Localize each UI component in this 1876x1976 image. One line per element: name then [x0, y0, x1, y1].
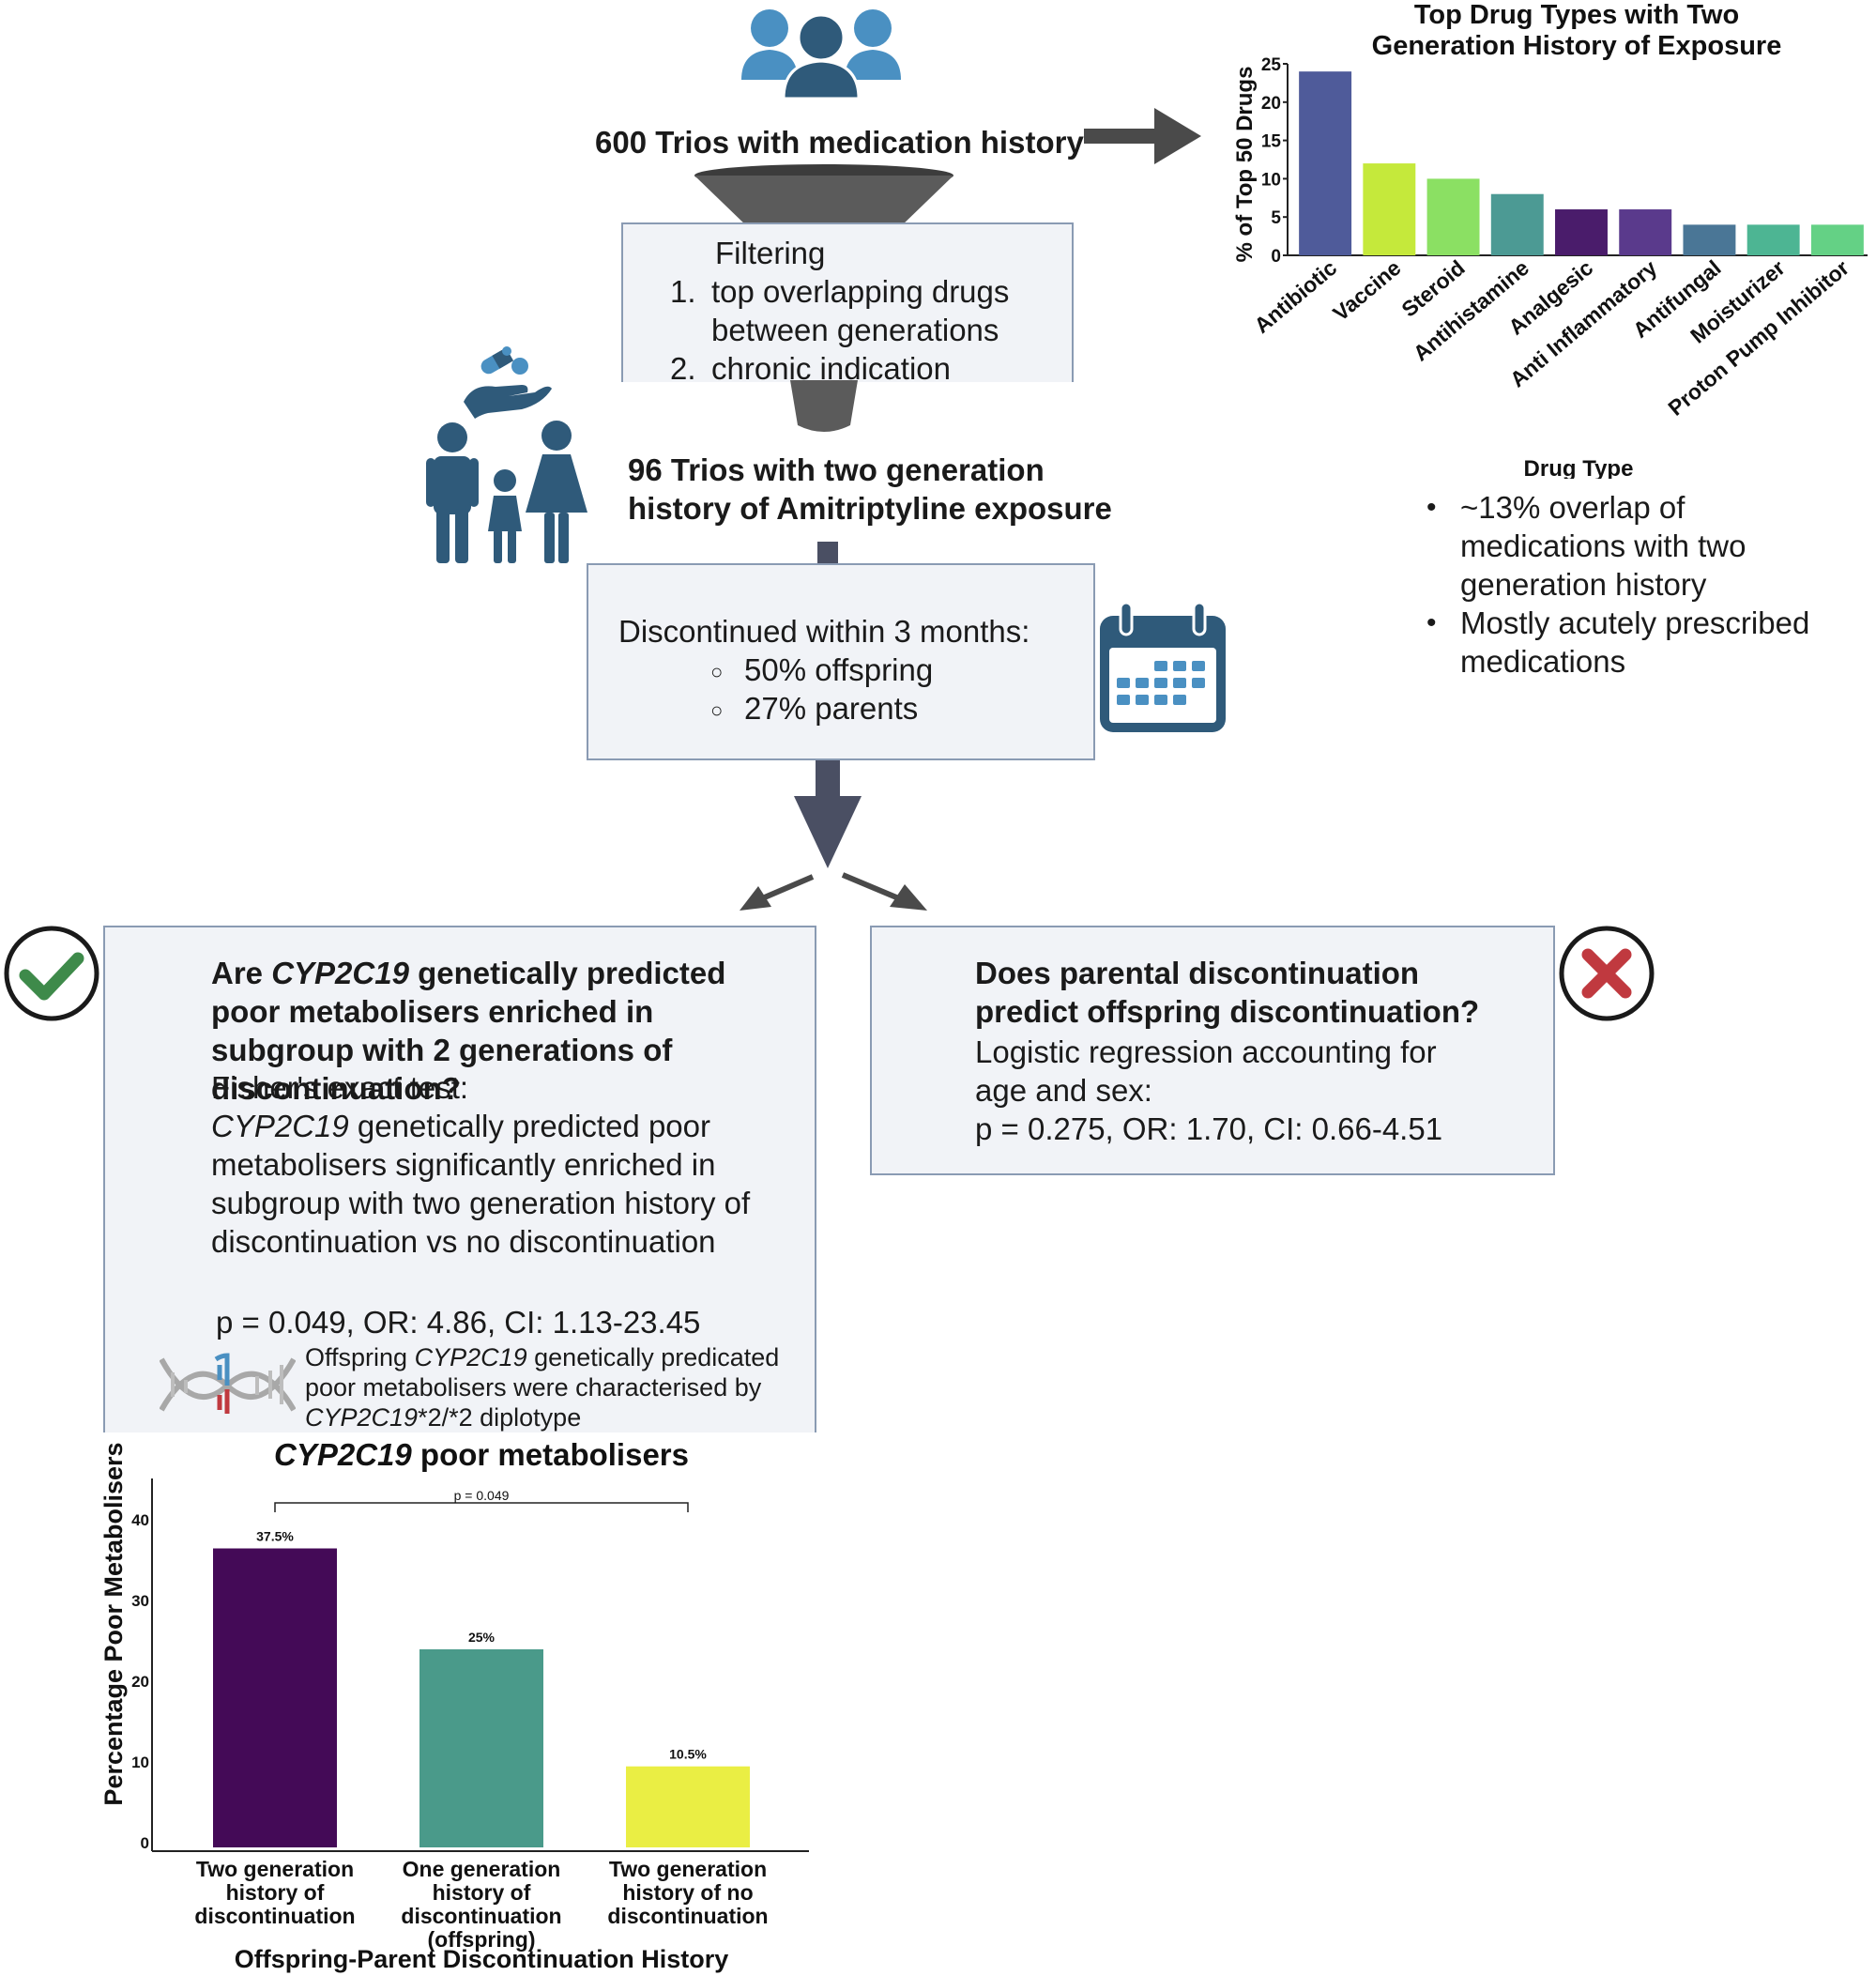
note-item: Mostly acutely prescribed medications	[1426, 604, 1821, 681]
y-tick-label: 15	[1261, 132, 1282, 152]
y-tick-label: 40	[131, 1511, 149, 1529]
connector	[817, 542, 838, 565]
bar	[1683, 224, 1736, 255]
y-tick-label: 10	[1261, 170, 1281, 190]
chart-title-gene: CYP2C19	[274, 1437, 412, 1472]
bar	[1619, 209, 1672, 255]
x-tick-label: discontinuation	[401, 1904, 561, 1928]
subgroup-label: 96 Trios with two generation history of …	[628, 452, 1112, 526]
right-question-method: Logistic regression accounting for age a…	[975, 1034, 1437, 1108]
y-tick-label: 0	[141, 1834, 149, 1852]
bar	[1810, 224, 1864, 255]
y-tick-label: 20	[131, 1673, 149, 1691]
discontinued-item: 50% offspring	[710, 651, 933, 691]
x-tick-label: discontinuation	[194, 1904, 355, 1928]
y-tick-label: 0	[1271, 247, 1281, 267]
data-label: 10.5%	[669, 1747, 707, 1762]
dna-icon	[160, 1353, 296, 1414]
funnel-spout-icon	[790, 380, 858, 432]
arrow-right-icon	[1084, 108, 1201, 164]
discontinued-title: Discontinued within 3 months:	[618, 614, 1030, 649]
x-tick-label: discontinuation	[607, 1904, 768, 1928]
left-question-stats: p = 0.049, OR: 4.86, CI: 1.13-23.45	[216, 1305, 701, 1340]
y-tick-label: 20	[1261, 94, 1281, 114]
left-question-box: Are CYP2C19 genetically predicted poor m…	[103, 926, 816, 1432]
bars	[213, 1548, 750, 1847]
data-label: 37.5%	[256, 1529, 294, 1544]
branch-arrows-icon	[740, 872, 927, 911]
diplotype-note: Offspring CYP2C19 genetically predicated…	[305, 1343, 780, 1432]
x-tick-label: history of	[433, 1880, 531, 1905]
x-tick-label: (offspring)	[428, 1927, 536, 1952]
x-tick-label: Vaccine	[1328, 255, 1405, 326]
significance-bracket	[274, 1502, 689, 1512]
bar	[213, 1548, 337, 1847]
bar	[1426, 178, 1480, 255]
right-question-title: Does parental discontinuation predict of…	[975, 956, 1480, 1029]
poor-metabolisers-chart: CYP2C19 poor metabolisers Percentage Poo…	[99, 1437, 809, 1973]
drug-type-chart: Top Drug Types with Two Generation Histo…	[1232, 0, 1868, 479]
x-tick-label: Two generation	[196, 1857, 354, 1881]
left-question-test: Fisher's exact test:	[211, 1070, 469, 1105]
data-label: 25%	[468, 1630, 496, 1645]
calendar-icon	[1100, 601, 1226, 732]
pills-in-hand-icon	[464, 346, 552, 419]
bar	[1746, 224, 1800, 255]
bar	[1299, 71, 1352, 255]
discontinued-list: 50% offspring 27% parents	[710, 651, 933, 729]
y-axis-label: Percentage Poor Metabolisers	[99, 1442, 128, 1805]
discontinued-box: Discontinued within 3 months: 50% offspr…	[587, 563, 1095, 760]
chart-title: Generation History of Exposure	[1372, 31, 1782, 61]
filtering-item: 1.top overlapping drugs between generati…	[670, 274, 1010, 347]
y-tick-label: 30	[131, 1592, 149, 1610]
funnel-icon	[694, 164, 953, 228]
y-tick-label: 10	[131, 1754, 149, 1771]
right-question-box: Does parental discontinuation predict of…	[870, 926, 1555, 1175]
left-question-title: Are CYP2C19 genetically predicted poor m…	[211, 956, 726, 1106]
x-tick-label: Two generation	[609, 1857, 767, 1881]
chart-title-rest: poor metabolisers	[412, 1437, 689, 1472]
people-group-icon	[741, 9, 901, 99]
note-item: ~13% overlap of medications with two gen…	[1426, 488, 1821, 604]
filtering-item: 2.chronic indication	[670, 351, 951, 386]
y-axis-label: % of Top 50 Drugs	[1232, 67, 1258, 263]
x-tick-label: One generation	[403, 1857, 561, 1881]
bars	[1299, 71, 1864, 255]
bar	[1490, 193, 1544, 255]
x-icon	[1559, 926, 1655, 1021]
y-tick-label: 25	[1261, 55, 1282, 75]
filtering-title: Filtering	[715, 236, 826, 270]
discontinued-item: 27% parents	[710, 689, 933, 729]
bar	[419, 1649, 543, 1847]
check-icon	[4, 926, 99, 1021]
filtering-list: 1.top overlapping drugs between generati…	[670, 272, 1064, 388]
cohort-label: 600 Trios with medication history	[595, 125, 1084, 160]
x-axis-label: Drug Type	[1524, 456, 1634, 479]
bar	[626, 1766, 750, 1847]
bar	[1363, 163, 1416, 255]
overlap-notes: ~13% overlap of medications with two gen…	[1426, 488, 1821, 681]
bar	[1555, 209, 1608, 255]
family-icon	[426, 421, 587, 563]
x-tick-label: history of no	[622, 1880, 753, 1905]
chart-title: Top Drug Types with Two	[1414, 0, 1739, 30]
arrow-down-icon	[794, 760, 862, 868]
axes	[151, 1478, 809, 1852]
y-tick-label: 5	[1271, 208, 1281, 228]
left-question-finding: CYP2C19 genetically predicted poor metab…	[211, 1109, 751, 1259]
x-tick-label: Antibiotic	[1249, 255, 1341, 338]
right-question-stats: p = 0.275, OR: 1.70, CI: 0.66-4.51	[975, 1111, 1443, 1146]
significance-label: p = 0.049	[454, 1488, 510, 1503]
x-axis-label: Offspring-Parent Discontinuation History	[235, 1945, 729, 1973]
x-tick-label: history of	[226, 1880, 325, 1905]
chart-title: CYP2C19 poor metabolisers	[274, 1437, 689, 1472]
filtering-box: Filtering 1.top overlapping drugs betwee…	[621, 222, 1074, 386]
